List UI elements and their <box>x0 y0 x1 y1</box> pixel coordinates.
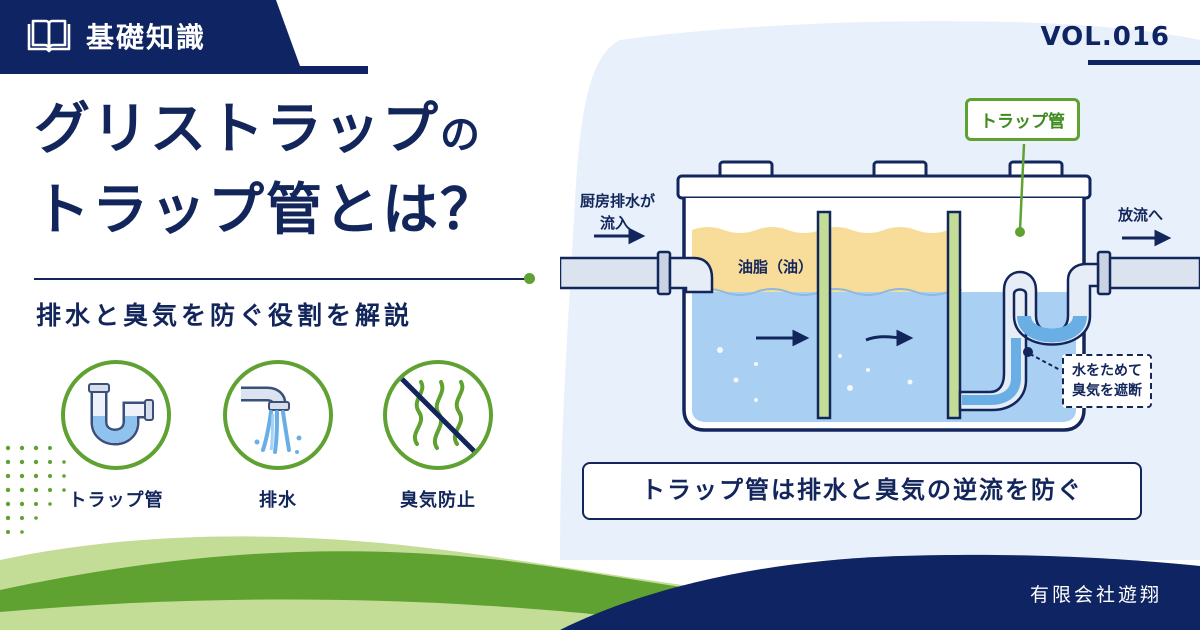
title-divider <box>34 278 528 280</box>
feature-trap-pipe: トラップ管 <box>56 360 176 512</box>
subtitle: 排水と臭気を防ぐ役割を解説 <box>36 301 414 330</box>
volume-underline <box>1088 60 1200 65</box>
oil-label: 油脂（油） <box>738 258 814 276</box>
book-icon <box>27 19 71 53</box>
page-title: グリストラップの トラップ管とは？ <box>34 94 574 251</box>
category-badge-label: 基礎知識 <box>86 21 207 54</box>
category-ribbon <box>0 0 300 66</box>
feature-circle <box>383 360 493 470</box>
dot-pattern <box>5 445 66 534</box>
feature-odor-prevention: 臭気防止 <box>378 360 498 512</box>
divider-dot <box>524 273 535 284</box>
title-particle: の <box>440 112 482 158</box>
volume-number: VOL.016 <box>1040 22 1170 52</box>
grease-trap-diagram <box>560 143 1200 432</box>
title-line-1: グリストラップの <box>34 94 574 171</box>
trap-pipe-icon <box>88 383 154 446</box>
note-line-2: 臭気を遮断 <box>1072 383 1142 399</box>
trap-pipe-callout: トラップ管 <box>965 98 1080 141</box>
feature-drain: 排水 <box>218 360 338 512</box>
note-line-1: 水をためて <box>1072 363 1142 379</box>
outflow-label: 放流へ <box>1118 206 1164 224</box>
title-line-2: トラップ管とは？ <box>34 178 498 243</box>
feature-circle <box>223 360 333 470</box>
feature-circle <box>61 360 171 470</box>
drain-water-icon <box>241 386 302 454</box>
inflow-label-line2: 流入 <box>600 214 631 232</box>
feature-label: 臭気防止 <box>400 490 476 511</box>
inflow-label-line1: 厨房排水が <box>580 192 656 210</box>
company-name: 有限会社遊翔 <box>1029 584 1162 606</box>
no-odor-icon <box>399 376 477 454</box>
feature-label: トラップ管 <box>68 490 164 511</box>
feature-label: 排水 <box>259 490 297 511</box>
ribbon-underline <box>0 66 368 74</box>
title-main-text: グリストラップ <box>34 97 440 162</box>
summary-box: トラップ管は排水と臭気の逆流を防ぐ <box>582 462 1142 520</box>
water-seal-note: 水をためて 臭気を遮断 <box>1062 354 1152 408</box>
